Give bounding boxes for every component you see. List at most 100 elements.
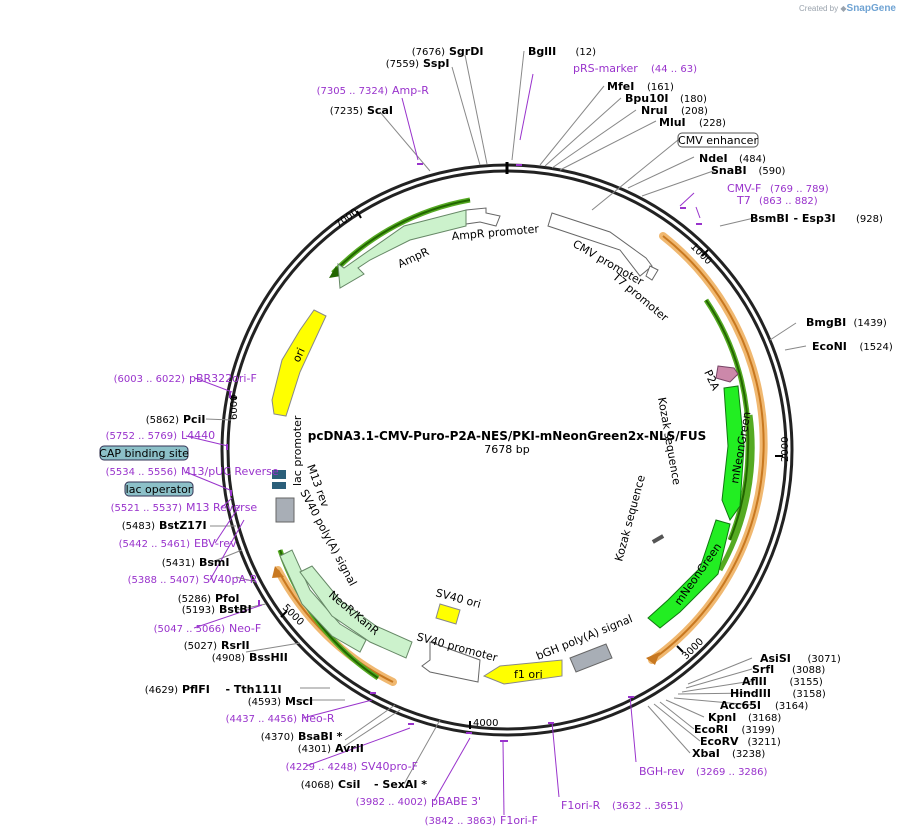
enzyme-name: CsiI xyxy=(338,778,360,791)
enzyme-name: KpnI xyxy=(708,711,736,724)
primer-ticks xyxy=(226,163,702,742)
boxed-cmv-enhancer[interactable]: CMV enhancer xyxy=(677,132,759,148)
enzyme-pos: (5431) xyxy=(162,558,195,569)
orange-arc-right-line xyxy=(651,235,765,661)
feature-cmv-promoter[interactable] xyxy=(547,212,653,277)
svg-text:CMV enhancer: CMV enhancer xyxy=(678,134,758,147)
enzyme-pos: (3168) xyxy=(748,713,781,724)
enzyme-name: BsaBI * xyxy=(298,730,343,743)
enzyme-name: SrfI xyxy=(752,663,774,676)
enzyme-name-2: - SexAI * xyxy=(374,778,427,791)
primer-range: (4437 .. 4456) xyxy=(226,714,298,725)
feature-sv40-ori[interactable] xyxy=(435,603,461,625)
enzyme-name: PflFI xyxy=(182,683,210,696)
primer-range: (5442 .. 5461) xyxy=(119,539,191,550)
feature-neor[interactable] xyxy=(299,565,413,659)
enzyme-name: MluI xyxy=(659,116,686,129)
feature-lac-operator[interactable] xyxy=(272,482,286,489)
orange-arc-right-arrow xyxy=(646,652,660,665)
boxed-lac-operator[interactable]: lac operator xyxy=(124,481,194,497)
primer-name: T7 xyxy=(736,194,751,207)
boxed-cap-binding-site[interactable]: CAP binding site xyxy=(99,445,189,461)
enzyme-pos: (3088) xyxy=(792,665,825,676)
feature-mng2[interactable] xyxy=(647,519,731,629)
enzyme-pos: (7676) xyxy=(412,47,445,58)
primer-name: pBABE 3' xyxy=(431,795,481,808)
feature-mng1[interactable] xyxy=(721,385,745,522)
label-lac-promoter: lac promoter xyxy=(291,415,304,486)
enzyme-pos: (4370) xyxy=(261,732,294,743)
feature-ampr[interactable] xyxy=(337,209,467,289)
enzyme-name: BglII xyxy=(528,45,556,58)
primer-name: M13/pUC Reverse xyxy=(181,465,279,478)
feature-kozak-mark[interactable] xyxy=(651,534,665,544)
credit-label: Created by ◆SnapGene xyxy=(799,3,896,14)
enzyme-name-2: - Tth111I xyxy=(226,683,282,696)
primer-range: (5521 .. 5537) xyxy=(111,503,183,514)
enzyme-pos: (7235) xyxy=(330,106,363,117)
primer-range: (5534 .. 5556) xyxy=(106,467,178,478)
enzyme-name: MscI xyxy=(285,695,313,708)
feature-lac-promoter[interactable] xyxy=(272,470,286,479)
primer-range: (44 .. 63) xyxy=(651,64,697,75)
primer-range: (3632 .. 3651) xyxy=(612,801,684,812)
primer-name: SV40pA-R xyxy=(203,573,258,586)
green-line-ampr-arrow xyxy=(329,266,341,278)
enzyme-name: BstBI xyxy=(219,603,252,616)
enzyme-pos: (1439) xyxy=(854,318,887,329)
enzyme-pos: (161) xyxy=(647,82,674,93)
enzyme-name: BsmI xyxy=(199,556,230,569)
enzyme-name: SspI xyxy=(423,57,449,70)
enzyme-name: EcoRI xyxy=(694,723,728,736)
enzyme-pos: (3164) xyxy=(775,701,808,712)
primer-name: L4440 xyxy=(181,429,215,442)
primer-name: EBV-rev xyxy=(194,537,237,550)
primer-name: SV40pro-F xyxy=(361,760,418,773)
enzyme-name: BssHII xyxy=(249,651,288,664)
feature-t7-promoter[interactable] xyxy=(645,265,659,281)
enzyme-pos: (5193) xyxy=(182,605,215,616)
enzyme-pos: (208) xyxy=(681,106,708,117)
enzyme-pos: (590) xyxy=(759,166,786,177)
enzyme-pos: (12) xyxy=(576,47,597,58)
feature-ampr-promoter[interactable] xyxy=(465,207,501,227)
enzyme-name: ScaI xyxy=(367,104,393,117)
enzyme-name: NdeI xyxy=(699,152,728,165)
enzyme-pos: (928) xyxy=(856,214,883,225)
primer-name: pBR322ori-F xyxy=(189,372,257,385)
primer-range: (4229 .. 4248) xyxy=(286,762,358,773)
feature-ori[interactable] xyxy=(271,309,327,417)
tick-7000: 7000 xyxy=(333,207,360,231)
enzyme-pos: (5483) xyxy=(122,521,155,532)
leader-lines xyxy=(205,50,807,785)
primer-range: (5388 .. 5407) xyxy=(128,575,200,586)
enzyme-labels-right: BglII(12)MfeI(161)Bpu10I(180)NruI(208)Ml… xyxy=(528,45,893,760)
feature-sv40-promoter[interactable] xyxy=(421,641,481,683)
feature-m13-rev[interactable] xyxy=(275,497,295,523)
primer-name: F1ori-R xyxy=(561,799,601,812)
enzyme-name: RsrII xyxy=(221,639,250,652)
enzyme-pos: (1524) xyxy=(860,342,893,353)
enzyme-name: PciI xyxy=(183,413,205,426)
enzyme-name: MfeI xyxy=(607,80,634,93)
feature-f1-ori[interactable] xyxy=(482,659,563,685)
enzyme-pos: (3155) xyxy=(790,677,823,688)
primer-range: (863 .. 882) xyxy=(759,196,818,207)
green-line-right-core xyxy=(705,299,750,541)
green-line-ampr-core xyxy=(332,199,471,274)
enzyme-pos: (180) xyxy=(680,94,707,105)
feature-p2a[interactable] xyxy=(715,365,739,383)
primer-range: (5047 .. 5066) xyxy=(154,624,226,635)
primer-range: (3842 .. 3863) xyxy=(425,816,497,827)
primer-name: CMV-F xyxy=(727,182,761,195)
feature-bgh[interactable] xyxy=(569,643,613,673)
green-line-right2 xyxy=(717,414,755,572)
feature-sv40-polya[interactable] xyxy=(279,549,367,653)
enzyme-name: AsiSI xyxy=(760,652,791,665)
enzyme-pos: (4593) xyxy=(248,697,281,708)
enzyme-pos: (4301) xyxy=(298,744,331,755)
primer-name: Neo-F xyxy=(229,622,261,635)
enzyme-pos: (3158) xyxy=(793,689,826,700)
